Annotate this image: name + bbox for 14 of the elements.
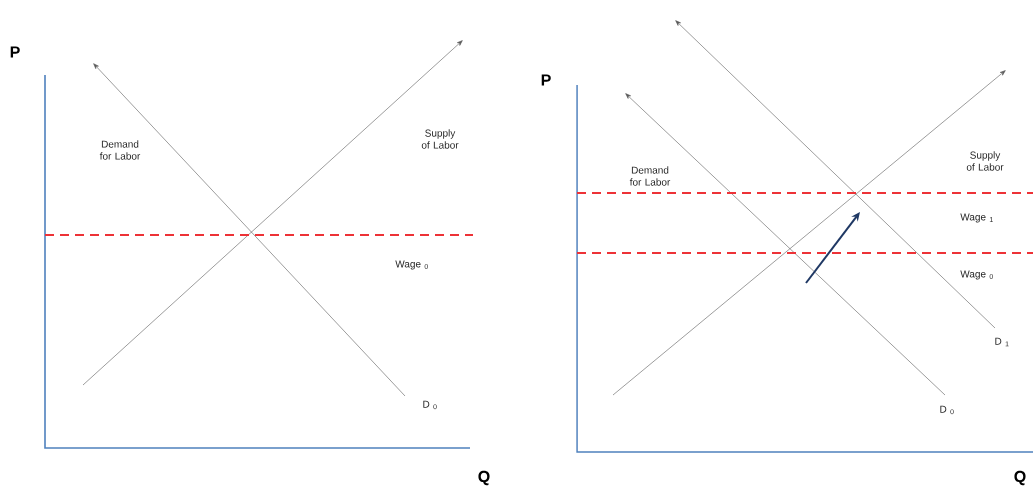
wage-label: Wage $_{0}$: [395, 260, 428, 270]
axis-label: Q: [1014, 470, 1026, 486]
curve-label: D $_{0}$: [423, 400, 437, 410]
curve-label: Demand for Labor: [629, 166, 671, 186]
curve-label: Supply of Labor: [421, 129, 459, 149]
axis-label: P: [541, 74, 551, 86]
curve-label: D $_{1}$: [995, 337, 1009, 347]
curve-label: Supply of Labor: [966, 151, 1004, 171]
curve-label: D $_{0}$: [940, 405, 954, 415]
axis-label: Q: [478, 470, 490, 486]
curve-label: Demand for Labor: [99, 140, 141, 160]
wage-label: Wage $_{0}$: [960, 270, 993, 280]
axis-label: P: [10, 46, 20, 58]
wage-label: Wage $_{1}$: [960, 213, 993, 223]
